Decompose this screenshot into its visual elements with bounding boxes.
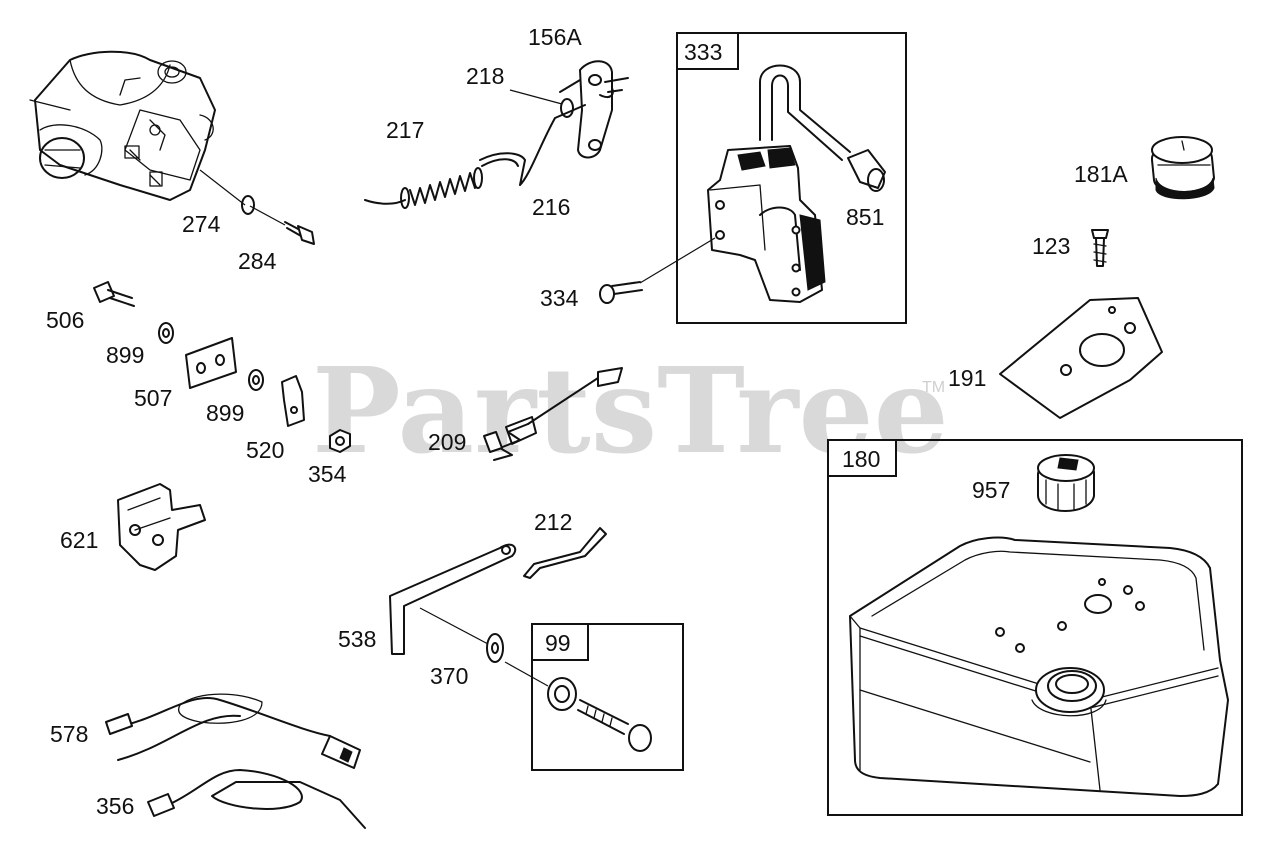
screw-284 [284, 221, 315, 245]
box-99-label: 99 [545, 630, 571, 656]
part-label-217: 217 [386, 117, 424, 143]
part-label-218: 218 [466, 63, 504, 89]
wire-356 [147, 769, 366, 829]
carburetor-drawing [29, 50, 216, 201]
part-label-191: 191 [948, 365, 986, 391]
part-label-957: 957 [972, 477, 1010, 503]
box-180: 180 [827, 439, 1243, 816]
part-label-156A: 156A [528, 24, 582, 50]
box-333: 333 [639, 32, 907, 324]
lever-538 [389, 543, 517, 655]
part-label-578: 578 [50, 721, 88, 747]
part-label-181A: 181A [1074, 161, 1128, 187]
washer-370 [486, 633, 504, 663]
part-label-621: 621 [60, 527, 98, 553]
part-label-507: 507 [134, 385, 172, 411]
link-212 [523, 527, 607, 579]
washer-218 [509, 89, 574, 118]
part-label-216: 216 [532, 194, 570, 220]
part-label-506: 506 [46, 307, 84, 333]
bracket-621 [117, 483, 206, 571]
part-labels: 156A 218 217 216 274 284 506 899 507 899… [46, 24, 1128, 819]
washer-899b [248, 369, 264, 391]
part-label-209: 209 [428, 429, 466, 455]
part-label-274: 274 [182, 211, 221, 237]
part-label-538: 538 [338, 626, 376, 652]
part-label-520: 520 [246, 437, 284, 463]
part-label-370: 370 [430, 663, 468, 689]
washer-899a [158, 322, 174, 344]
wire-578 [105, 693, 361, 769]
spring-217 [364, 167, 483, 209]
part-label-284: 284 [238, 248, 277, 274]
gasket-191 [999, 297, 1163, 419]
nut-354 [329, 429, 351, 453]
screw-334 [599, 281, 643, 304]
washer-274 [199, 169, 286, 226]
watermark-trademark: TM [922, 379, 945, 396]
box-333-label: 333 [684, 39, 722, 65]
box-99: 99 [504, 623, 684, 771]
part-label-899b: 899 [206, 400, 244, 426]
part-label-851: 851 [846, 204, 884, 230]
spring-209 [483, 367, 623, 461]
part-label-334: 334 [540, 285, 579, 311]
part-label-356: 356 [96, 793, 134, 819]
plate-507 [185, 337, 237, 389]
fuel-cap-181A [1150, 136, 1215, 200]
part-label-212: 212 [534, 509, 572, 535]
part-label-354: 354 [308, 461, 347, 487]
rod-216 [479, 104, 586, 186]
screw-506 [93, 281, 135, 307]
box-180-label: 180 [842, 446, 880, 472]
bracket-520 [281, 375, 305, 427]
part-label-899a: 899 [106, 342, 144, 368]
part-label-123: 123 [1032, 233, 1070, 259]
screw-123 [1091, 229, 1109, 267]
lever-156A [559, 60, 629, 159]
